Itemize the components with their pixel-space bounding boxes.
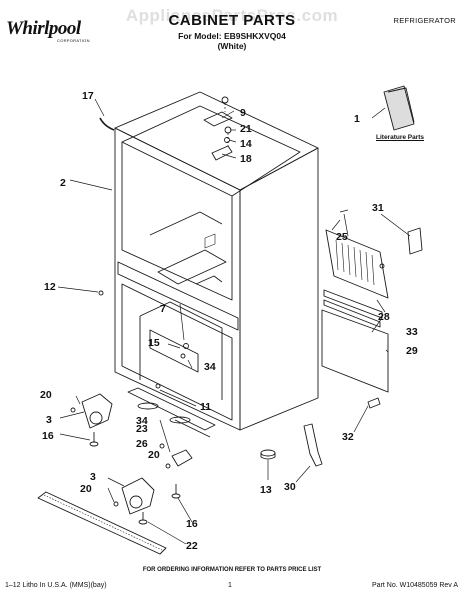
fresh-food-opening [121,141,233,301]
callout-25: 25 [336,231,348,243]
callout-29: 29 [406,345,418,357]
cabinet-top-face [114,91,319,191]
category-label: REFRIGERATOR [393,16,456,25]
callout-13: 13 [260,484,272,496]
rear-access-panel [325,229,389,299]
watermark-text: AppliancePartsPros.com [125,6,339,25]
litho-info: 1–12 Litho In U.S.A. (MMS)(bay) [5,582,107,589]
callout-17: 17 [82,90,94,102]
model-line: For Model: EB9SHKXVQ04 [178,31,286,41]
callout-26: 26 [136,438,148,450]
callout-20a: 20 [40,389,52,401]
callout-15: 15 [148,337,160,349]
callout-14: 14 [240,138,252,150]
callout-3a: 3 [46,414,52,426]
brand-logo: Whirlpool [6,18,81,39]
callout-31: 31 [372,202,384,214]
bracket [407,227,423,255]
part-number: Part No. W10485059 Rev A [372,582,458,589]
callout-33: 33 [406,326,418,338]
wrench-tool [303,423,323,467]
cabinet-front-face [114,127,241,431]
callout-32: 32 [342,431,354,443]
callout-11: 11 [200,401,211,413]
page-number: 1 [228,582,232,589]
callout-9: 9 [240,107,246,119]
leveling-foot [260,449,276,457]
callout-18: 18 [240,153,252,165]
callout-34b: 34 [136,415,148,427]
ordering-note: FOR ORDERING INFORMATION REFER TO PARTS … [142,567,322,573]
callout-34a: 34 [204,361,216,373]
literature-parts-label: Literature Parts [376,134,425,141]
cabinet-side-face [239,147,319,431]
callout-20b: 20 [80,483,92,495]
literature-booklet [383,85,415,131]
callout-21: 21 [240,123,252,135]
toe-grille [37,491,167,555]
callout-30: 30 [284,481,296,493]
callout-12: 12 [44,281,56,293]
insulation-strip [323,299,381,328]
kick-panel [321,309,389,393]
callout-1: 1 [354,113,360,125]
callout-20c: 20 [148,449,160,461]
callout-7: 7 [160,303,166,315]
rear-roller-bracket [121,477,155,515]
brand-sub: CORPORATION [57,38,90,43]
front-roller-bracket [81,393,113,429]
callout-22: 22 [186,540,198,552]
mullion [117,261,239,331]
freezer-opening [121,283,233,421]
callout-23: 23 [136,423,148,435]
callout-2: 2 [60,177,66,189]
callout-28: 28 [378,311,390,323]
color-line: (White) [217,41,247,51]
page-title: CABINET PARTS [168,12,296,29]
top-hinge [203,111,233,127]
callout-16b: 16 [186,518,198,530]
callout-16a: 16 [42,430,54,442]
callout-3b: 3 [90,471,96,483]
